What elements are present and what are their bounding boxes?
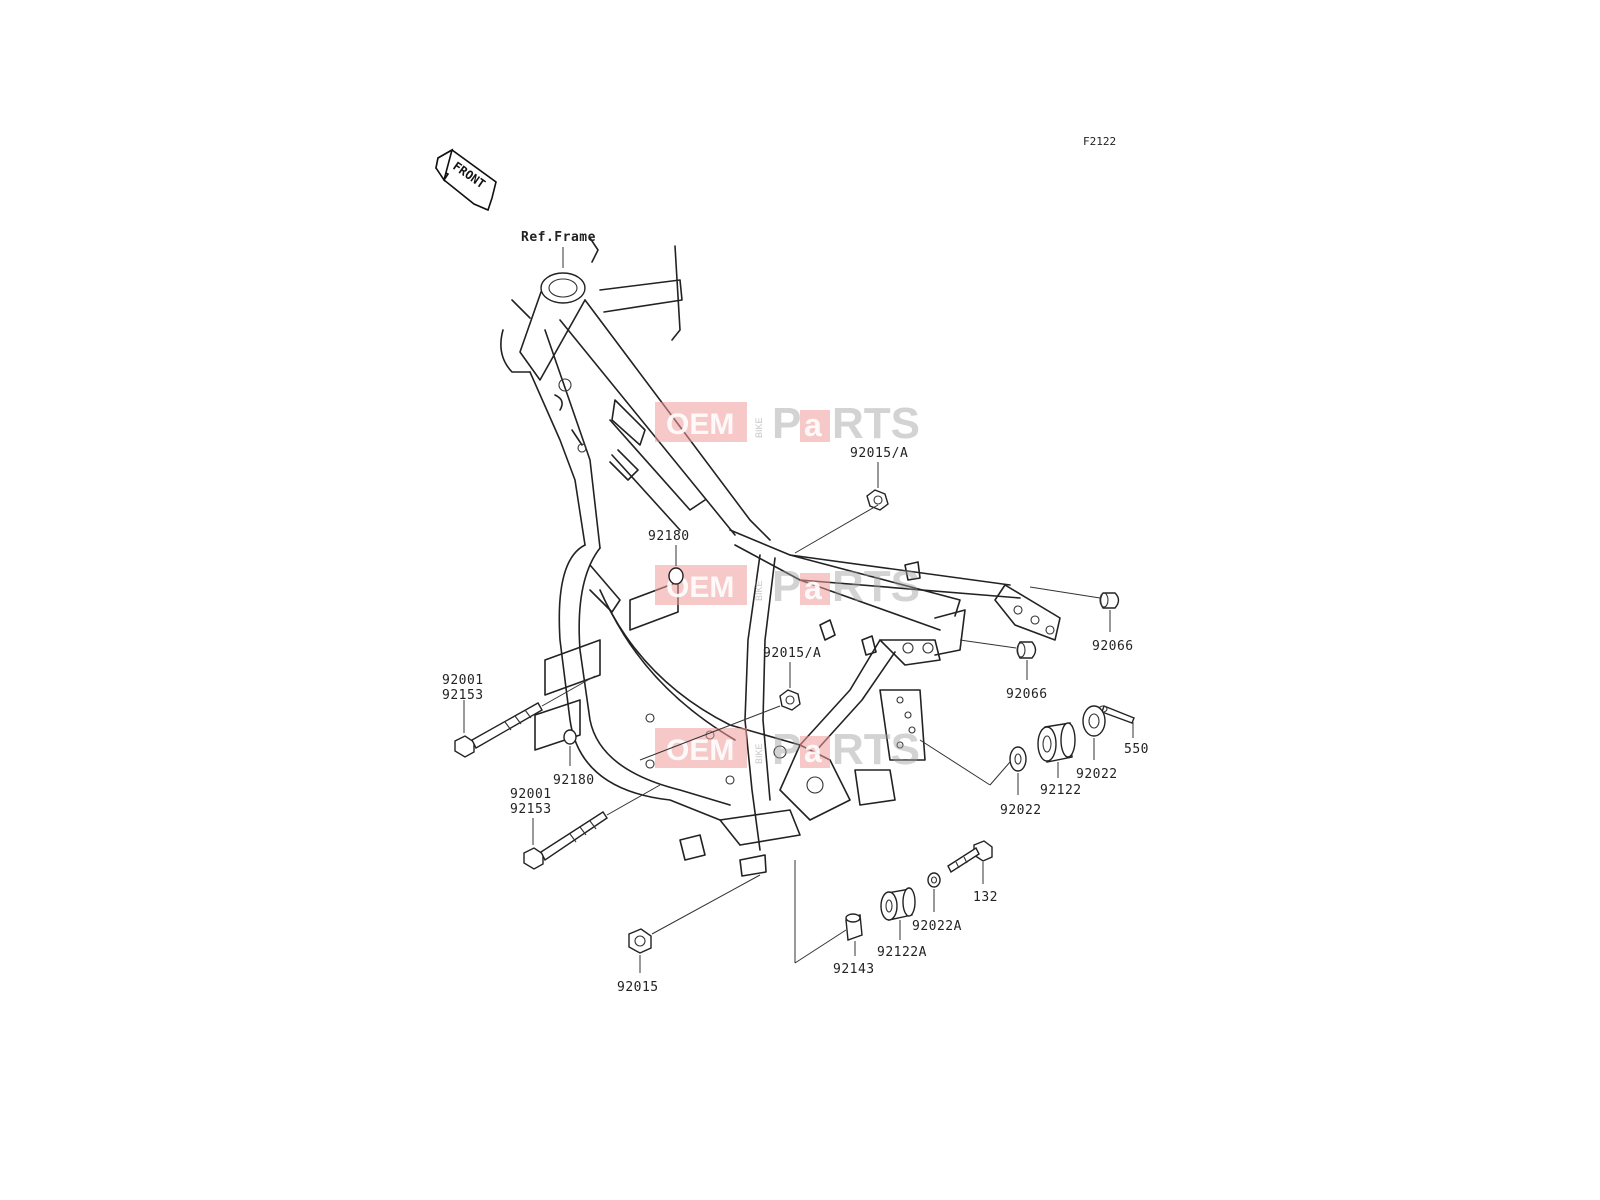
label-92066-right: 92066 [1092,639,1134,654]
part-92022-right[interactable]: 92022 [1076,705,1118,782]
label-92015: 92015 [617,980,659,995]
label-92122: 92122 [1040,783,1082,798]
watermark-middle: OEM BIKE P a RTS [655,562,920,611]
svg-text:P: P [772,725,801,774]
label-92022-right: 92022 [1076,767,1118,782]
label-92153-b: 92153 [510,802,552,817]
svg-text:OEM: OEM [666,734,734,767]
part-92001-bolt-b[interactable]: 92001 92153 [510,784,661,870]
svg-text:BIKE: BIKE [754,580,764,601]
svg-text:BIKE: BIKE [754,743,764,764]
part-92001-bolt-a[interactable]: 92001 92153 [442,673,596,758]
front-arrow-icon: FRONT [435,148,497,212]
label-92022A: 92022A [912,919,962,934]
label-92180-low: 92180 [553,773,595,788]
ref-frame-label: Ref.Frame [521,230,596,245]
label-92122A: 92122A [877,945,927,960]
part-92122-collar[interactable]: 92122 [1037,722,1082,798]
label-92066-mid: 92066 [1006,687,1048,702]
svg-text:a: a [804,407,822,443]
part-92180-low[interactable]: 92180 [553,729,595,788]
label-550: 550 [1124,742,1149,757]
svg-text:P: P [772,399,801,448]
svg-text:OEM: OEM [666,408,734,441]
label-92001-a: 92001 [442,673,484,688]
label-92143: 92143 [833,962,875,977]
part-92015A-top[interactable]: 92015/A [794,446,908,554]
watermark-bottom: OEM BIKE P a RTS [655,725,920,774]
part-92143-sleeve[interactable]: 92143 [794,860,875,977]
svg-text:a: a [804,733,822,769]
diagram-code: F2122 [1083,135,1116,148]
label-132: 132 [973,890,998,905]
svg-text:RTS: RTS [832,562,920,611]
part-92015A-mid[interactable]: 92015/A [639,646,821,761]
motorcycle-frame [500,237,1061,877]
watermark-top: OEM BIKE P a RTS [655,399,920,448]
svg-text:P: P [772,562,801,611]
label-92153-a: 92153 [442,688,484,703]
part-92122A-collar[interactable]: 92122A [877,887,927,960]
part-550-cotter-pin[interactable]: 550 [1098,705,1149,757]
part-132-bolt[interactable]: 132 [947,840,998,905]
part-92022-left[interactable]: 92022 [919,739,1042,818]
label-92015A-top: 92015/A [850,446,908,461]
part-92066-right[interactable]: 92066 [1029,586,1134,654]
label-92180-mid: 92180 [648,529,690,544]
label-92001-b: 92001 [510,787,552,802]
svg-text:RTS: RTS [832,399,920,448]
part-92066-mid[interactable]: 92066 [959,639,1048,702]
part-92015-nut[interactable]: 92015 [617,874,761,995]
svg-text:BIKE: BIKE [754,417,764,438]
part-92022A-washer[interactable]: 92022A [912,872,962,934]
label-92022-left: 92022 [1000,803,1042,818]
part-92180-mid[interactable]: 92180 [648,529,690,585]
svg-text:a: a [804,570,822,606]
svg-text:RTS: RTS [832,725,920,774]
label-92015A-mid: 92015/A [763,646,821,661]
